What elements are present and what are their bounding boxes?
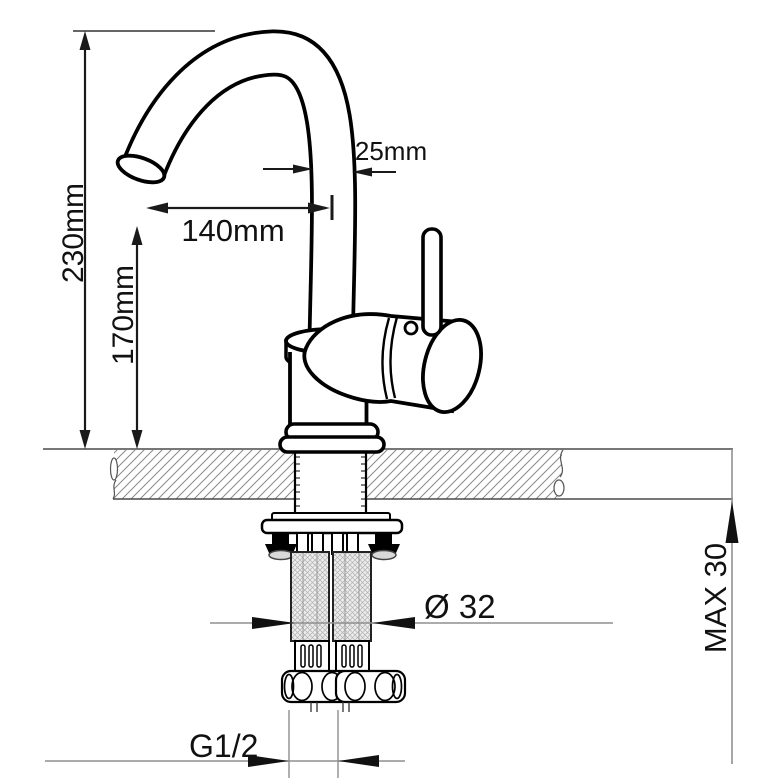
- hose-fittings: [296, 532, 359, 555]
- counter-break-left: [109, 457, 119, 481]
- dim-mounting-hole: Ø 32: [210, 588, 613, 629]
- faucet: [115, 29, 483, 454]
- base-flange-lower: [278, 435, 386, 454]
- shank-threads: [295, 456, 366, 507]
- dim-total-height-label: 230mm: [57, 183, 90, 283]
- dim-thread: G1/2: [45, 710, 405, 778]
- dim-spout-reach: 140mm: [146, 195, 334, 248]
- dim-total-height: 230mm: [57, 31, 91, 449]
- countertop: [43, 448, 733, 500]
- nut-outlet-stubs: [310, 702, 350, 712]
- under-counter-assembly: [260, 449, 407, 712]
- dim-max-thickness-label: MAX 30: [698, 543, 733, 653]
- dim-max-thickness: MAX 30: [698, 449, 739, 764]
- dim-spout-diameter: 25mm: [263, 136, 427, 177]
- hex-nut-right: [334, 669, 407, 704]
- handle-lever: [421, 227, 443, 337]
- crimp-sleeves: [294, 640, 370, 672]
- housing-pin: [403, 320, 419, 336]
- fixing-bolt-right: [368, 533, 400, 561]
- cartridge-cap: [421, 318, 483, 414]
- spout-outlet: [115, 153, 167, 185]
- mounting-plate: [260, 518, 404, 535]
- flex-hose-right: [332, 551, 372, 642]
- counter-break-right: [559, 449, 564, 478]
- dim-spout-diameter-label: 25mm: [355, 136, 427, 166]
- dim-thread-label: G1/2: [189, 728, 258, 764]
- dim-spout-height-label: 170mm: [107, 265, 140, 365]
- dim-mounting-hole-label: Ø 32: [424, 588, 496, 625]
- faucet-spout: [115, 29, 358, 347]
- dim-spout-height: 170mm: [107, 226, 143, 449]
- flex-hose-left: [290, 551, 330, 642]
- dim-spout-reach-label: 140mm: [181, 213, 284, 248]
- dimensions: 230mm 170mm 140mm 25mm: [45, 30, 739, 778]
- threaded-shank: [295, 449, 366, 514]
